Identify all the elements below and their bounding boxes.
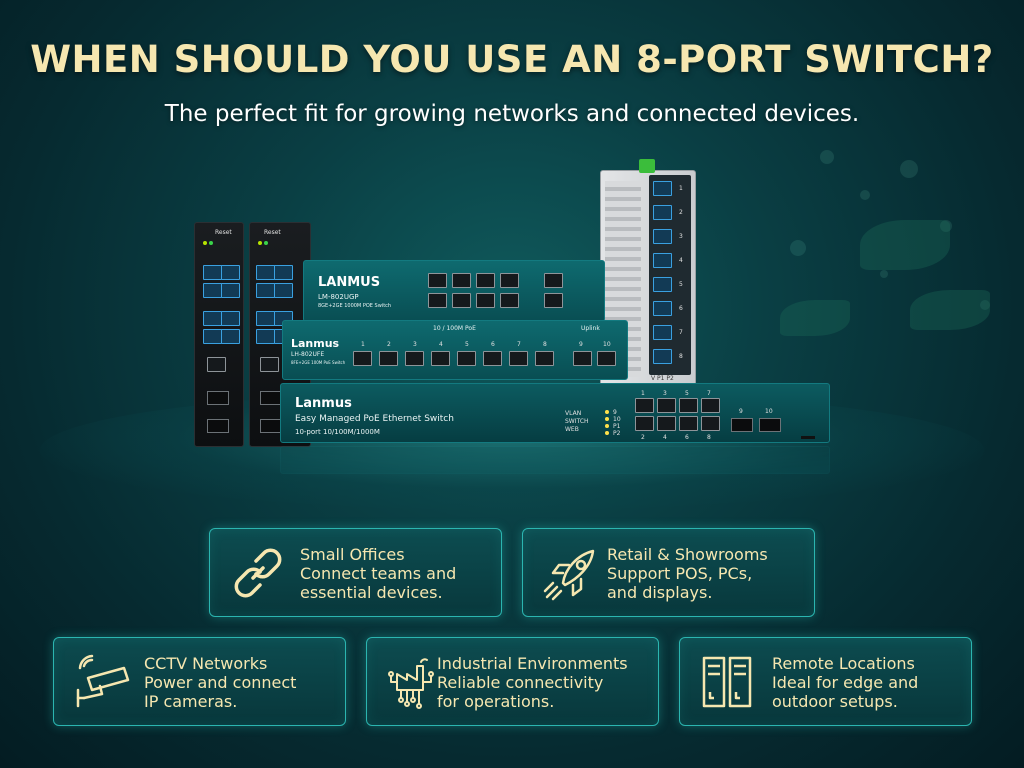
switch-lh-802ufe: Lanmus LH-802UFE 8FE+2GE 100M PoE Switch… [282,320,628,380]
model-desc: 8GE+2GE 1000M POE Switch [318,303,392,309]
model-desc: 8FE+2GE 100M PoE Switch [291,360,346,365]
reset-label: Reset [215,229,232,236]
card-line: IP cameras. [144,692,238,711]
card-line: Support POS, PCs, [607,564,753,583]
card-line: Ideal for edge and [772,673,919,692]
headline: WHEN SHOULD YOU USE AN 8-PORT SWITCH? [30,38,994,81]
card-small-offices: Small Offices Connect teams and essentia… [209,528,502,617]
din-switch-left-a: Reset [194,222,244,447]
card-line: Connect teams and [300,564,457,583]
card-industrial-environments: Industrial Environments Reliable connect… [366,637,659,726]
switch-easy-managed: Lanmus Easy Managed PoE Ethernet Switch … [280,383,830,443]
brand-logo: Lanmus [291,337,340,350]
switch-reflection [280,446,830,474]
brand-logo: Lanmus [295,396,352,411]
card-retail-showrooms: Retail & Showrooms Support POS, PCs, and… [522,528,815,617]
card-line: Power and connect [144,673,297,692]
card-line: Reliable connectivity [437,673,604,692]
switch-lm-802ugp: LANMUS LM-802UGP 8GE+2GE 1000M POE Switc… [303,260,605,322]
card-title: Retail & Showrooms [607,545,768,564]
model-label: LM-802UGP [318,293,359,301]
cctv-camera-icon [76,654,130,708]
card-line: outdoor setups. [772,692,898,711]
uplink-group-label: Uplink [581,325,600,332]
din-rail-switch-white: 1 2 3 4 5 6 7 8 V P1 P2 [600,159,696,386]
card-line: essential devices. [300,583,443,602]
model-label: LH-802UFE [291,351,325,358]
chain-link-icon [234,548,282,598]
product-subtitle: 10-port 10/100M/1000M [295,428,380,436]
brand-logo: LANMUS [318,275,381,290]
card-title: Industrial Environments [437,654,628,673]
card-line: and displays. [607,583,713,602]
card-line: for operations. [437,692,555,711]
product-title: Easy Managed PoE Ethernet Switch [295,414,454,424]
poe-group-label: 10 / 100M PoE [433,325,476,332]
card-cctv-networks: CCTV Networks Power and connect IP camer… [53,637,346,726]
card-title: Remote Locations [772,654,915,673]
card-title: Small Offices [300,545,405,564]
card-title: CCTV Networks [144,654,268,673]
factory-circuit-icon [388,658,434,709]
server-rack-icon [702,656,752,708]
reset-label: Reset [264,229,281,236]
card-remote-locations: Remote Locations Ideal for edge and outd… [679,637,972,726]
subheadline: The perfect fit for growing networks and… [164,101,860,127]
rocket-icon [543,549,595,601]
